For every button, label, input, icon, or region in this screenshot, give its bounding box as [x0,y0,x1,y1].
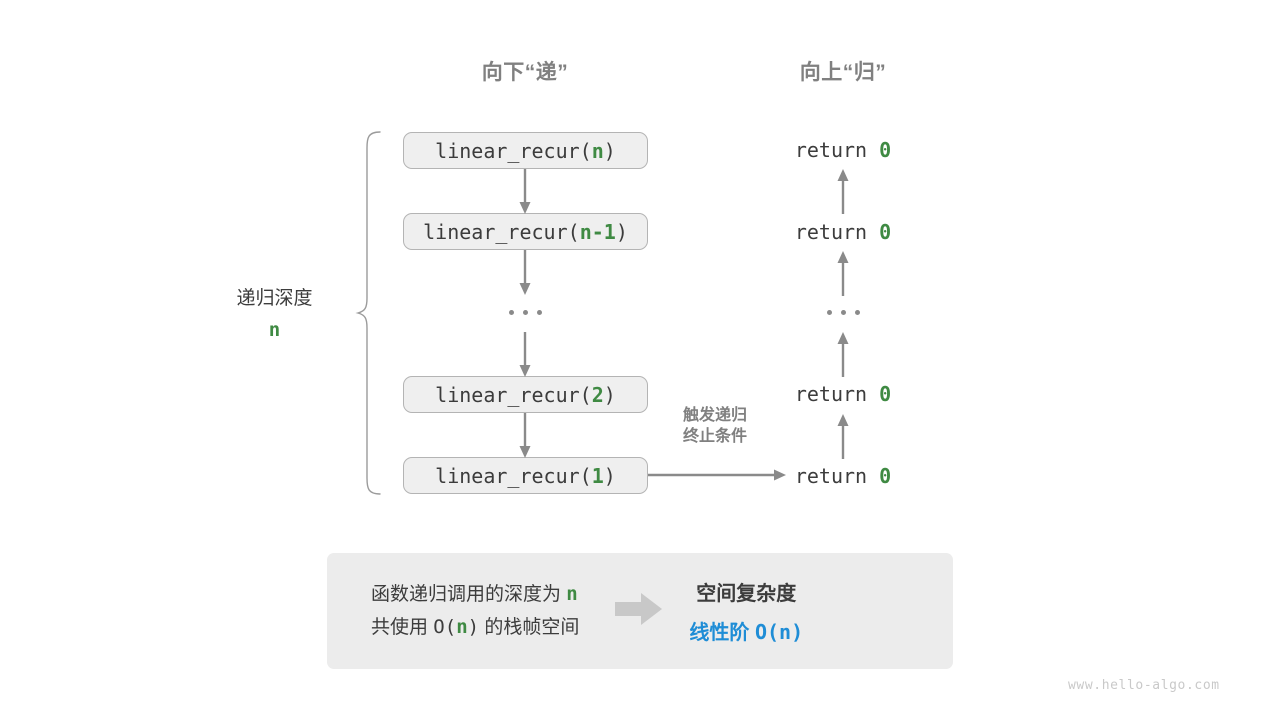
ellipsis-dot [523,310,528,315]
call-box-1-prefix: linear_recur( [423,219,580,244]
call-box-3-prefix: linear_recur( [435,463,592,488]
summary-implies-arrow [615,592,663,631]
recursion-depth-brace [355,131,381,495]
column-header-ascend: 向上“归” [799,61,887,84]
summary-right-text: 空间复杂度 线性阶 O(n) [689,577,803,645]
descend-arrow-3 [519,413,531,458]
descend-arrow-2 [519,332,531,377]
call-box-0-suffix: ) [603,138,616,163]
ascend-arrow-3 [837,414,849,459]
summary-line-2-bigo-open: O( [433,616,457,638]
return-keyword-0: return [794,138,868,162]
call-box-1-suffix: ) [615,219,628,244]
summary-line-2-bigo-close: ) [467,616,480,638]
return-line-2: return 0 [723,382,963,406]
summary-complexity-order: 线性阶 [689,622,750,644]
return-value-2: 0 [879,382,892,406]
descend-ellipsis [509,310,542,315]
recursion-depth-value: n [268,319,281,341]
ellipsis-dot [827,310,832,315]
summary-line-1-text: 函数递归调用的深度为 [371,583,562,605]
summary-left-text: 函数递归调用的深度为 n 共使用 O(n) 的栈帧空间 [327,578,579,645]
descend-arrow-1 [519,250,531,295]
call-box-2[interactable]: linear_recur(2) [403,376,648,413]
base-case-note-line2: 终止条件 [682,428,747,446]
column-header-descend: 向下“递” [481,61,569,84]
call-box-3[interactable]: linear_recur(1) [403,457,648,494]
return-line-3: return 0 [723,464,963,488]
return-line-1: return 0 [723,220,963,244]
ellipsis-dot [855,310,860,315]
summary-line-1-n: n [566,582,578,605]
right-arrow-icon [615,592,663,625]
summary-panel: 函数递归调用的深度为 n 共使用 O(n) 的栈帧空间 空间复杂度 线性阶 O(… [327,553,953,669]
base-case-note-line1: 触发递归 [682,407,747,424]
recursion-depth-title: 递归深度 [236,288,313,309]
ellipsis-dot [509,310,514,315]
summary-line-2-text-a: 共使用 [371,617,429,638]
call-box-0-arg: n [591,138,604,163]
summary-complexity-value: 线性阶 O(n) [689,616,803,645]
summary-line-1: 函数递归调用的深度为 n [371,578,579,611]
summary-line-2-text-b: 的栈帧空间 [484,617,580,638]
ascend-arrow-0 [837,169,849,214]
summary-line-2-n: n [456,616,468,638]
return-keyword-3: return [794,464,868,488]
call-box-1-arg: n-1 [579,219,616,244]
call-box-1[interactable]: linear_recur(n-1) [403,213,648,250]
ascend-arrow-2 [837,332,849,377]
call-box-2-prefix: linear_recur( [435,382,592,407]
call-box-2-suffix: ) [603,382,616,407]
call-box-0[interactable]: linear_recur(n) [403,132,648,169]
call-box-3-arg: 1 [591,463,604,488]
summary-line-2: 共使用 O(n) 的栈帧空间 [371,611,579,644]
ellipsis-dot [841,310,846,315]
watermark: www.hello-algo.com [1068,678,1220,693]
ascend-ellipsis [827,310,860,315]
return-value-0: 0 [879,138,892,162]
call-box-3-suffix: ) [603,463,616,488]
descend-arrow-0 [519,169,531,214]
ascend-arrow-1 [837,251,849,296]
return-value-1: 0 [879,220,892,244]
summary-complexity-title: 空间复杂度 [696,583,797,605]
return-value-3: 0 [879,464,892,488]
return-keyword-1: return [794,220,868,244]
base-case-note: 触发递归 终止条件 [655,405,775,447]
ellipsis-dot [537,310,542,315]
recursion-depth-label: 递归深度 n [182,283,367,341]
return-keyword-2: return [794,382,868,406]
call-box-0-prefix: linear_recur( [435,138,592,163]
summary-complexity-expr: O(n) [754,620,804,644]
return-line-0: return 0 [723,138,963,162]
call-box-2-arg: 2 [591,382,604,407]
base-case-arrow [648,469,786,481]
